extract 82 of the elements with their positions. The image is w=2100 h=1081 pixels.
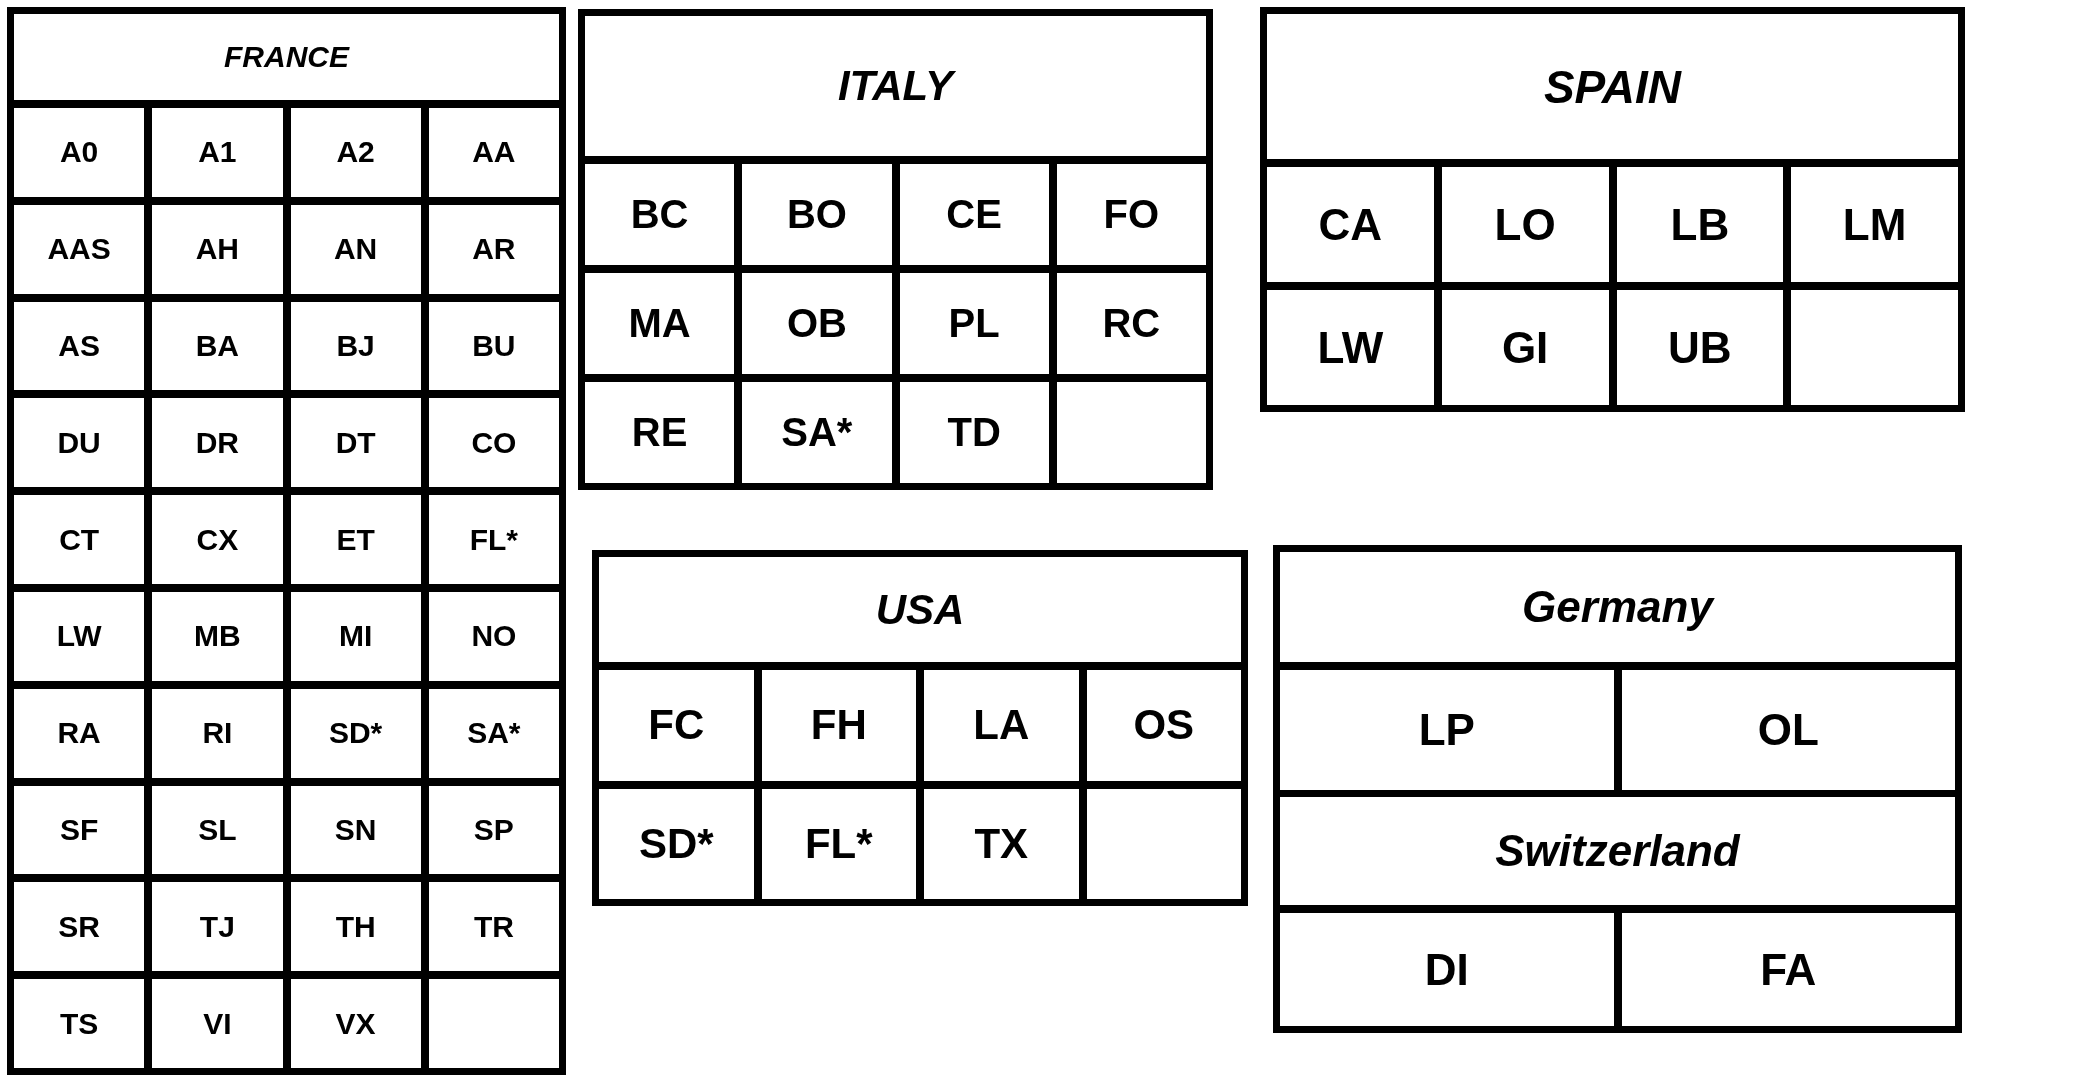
table-cell: OS [1086,670,1241,781]
table-cell: AAS [14,204,145,294]
table-cell: ET [290,495,421,584]
table-cell: TX [924,788,1079,899]
table-cell: FO [1056,164,1206,265]
table-cell: OB [742,273,892,374]
table-cell: AS [14,301,145,391]
table-cell: LA [924,670,1079,781]
empty-cell [1086,788,1241,899]
table-header: USA [599,557,1241,662]
table-cell: MA [585,273,735,374]
table-cell: AH [152,204,283,294]
table-cell: RC [1056,273,1206,374]
table-cell: PL [899,273,1049,374]
table-cell: LP [1280,670,1614,790]
table-cell: TR [428,882,559,972]
table-cell: MI [290,592,421,681]
table-cell: LM [1791,167,1958,282]
table-cell: BO [742,164,892,265]
table-cell: AA [428,108,559,197]
table-cell: FH [761,670,916,781]
table-panel [7,7,566,1075]
table-cell: SA* [428,688,559,778]
table-cell: BU [428,301,559,391]
table-cell: FA [1621,913,1955,1026]
table-panel [578,9,1213,490]
table-cell: OL [1621,670,1955,790]
table-cell: A0 [14,108,145,197]
table-cell: DR [152,398,283,488]
table-cell: RI [152,688,283,778]
table-cell: LB [1616,167,1784,282]
table-cell: CX [152,495,283,584]
table-cell: SN [290,785,421,875]
table-header: Switzerland [1280,797,1955,905]
table-cell: TH [290,882,421,972]
empty-cell [1791,290,1958,405]
table-cell: LW [14,592,145,681]
table-cell: SP [428,785,559,875]
table-cell: CO [428,398,559,488]
table-cell: SF [14,785,145,875]
empty-cell [1056,382,1206,483]
table-cell: SR [14,882,145,972]
table-cell: DT [290,398,421,488]
table-header: SPAIN [1267,14,1958,159]
table-cell: CT [14,495,145,584]
table-cell: GI [1441,290,1609,405]
table-cell: BA [152,301,283,391]
table-cell: RE [585,382,735,483]
table-cell: DU [14,398,145,488]
table-cell: LW [1267,290,1434,405]
table-header: Germany [1280,552,1955,662]
table-cell: FL* [428,495,559,584]
table-cell: AR [428,204,559,294]
table-cell: SL [152,785,283,875]
table-cell: AN [290,204,421,294]
table-cell: TJ [152,882,283,972]
table-cell: BC [585,164,735,265]
table-cell: CE [899,164,1049,265]
table-cell: NO [428,592,559,681]
table-cell: VI [152,979,283,1068]
table-header: ITALY [585,16,1206,156]
table-cell: DI [1280,913,1614,1026]
table-cell: SD* [290,688,421,778]
table-cell: A1 [152,108,283,197]
table-cell: RA [14,688,145,778]
empty-cell [428,979,559,1068]
table-cell: SA* [742,382,892,483]
table-cell: VX [290,979,421,1068]
table-cell: TS [14,979,145,1068]
table-cell: FC [599,670,754,781]
table-cell: FL* [761,788,916,899]
table-panel [592,550,1248,906]
table-cell: LO [1441,167,1609,282]
table-cell: BJ [290,301,421,391]
table-cell: SD* [599,788,754,899]
table-cell: MB [152,592,283,681]
table-cell: CA [1267,167,1434,282]
table-panel [1260,7,1965,412]
table-cell: A2 [290,108,421,197]
table-cell: TD [899,382,1049,483]
table-cell: UB [1616,290,1784,405]
table-header: FRANCE [14,14,559,100]
